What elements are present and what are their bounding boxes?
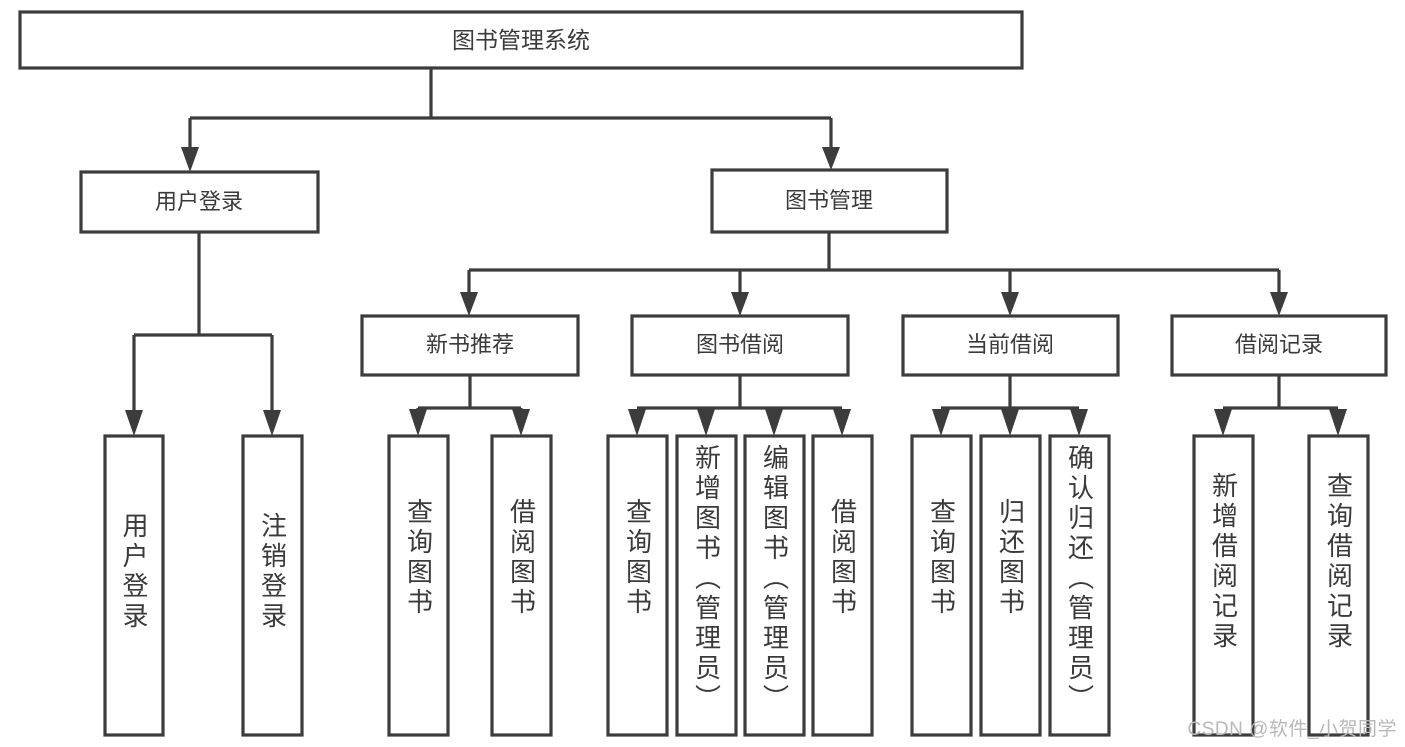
arrowhead-leaf-return-book (1001, 409, 1019, 436)
root-label: 图书管理系统 (452, 27, 590, 53)
arrowhead-leaf-query-book-3 (932, 409, 950, 436)
node-book-borrow[interactable]: 图书借阅 (630, 314, 850, 377)
arrowhead-borrow-record (1270, 292, 1288, 316)
root-box[interactable] (18, 10, 1024, 70)
leaf-box-borrow-book-2[interactable] (811, 434, 874, 737)
leaf-box-borrow-book-1[interactable] (490, 434, 553, 737)
book-manage-label: 图书管理 (785, 188, 873, 213)
node-new-book-recommend[interactable]: 新书推荐 (360, 314, 580, 377)
connectors-current-borrow-to-leaves (932, 375, 1088, 436)
arrowhead-current-borrow (1001, 292, 1019, 316)
arrowhead-book-manage (822, 147, 840, 170)
leaf-box-query-book-2[interactable] (606, 434, 669, 737)
leaf-box-edit-book[interactable] (743, 434, 806, 737)
leaf-boxes (103, 434, 1370, 737)
arrowhead-leaf-edit-book (765, 409, 783, 436)
arrowhead-book-borrow (731, 292, 749, 316)
connectors-book-borrow-to-leaves (628, 375, 851, 436)
arrowhead-user-login (181, 147, 199, 172)
csdn-watermark: CSDN @软件_小贺同学 (1187, 719, 1397, 740)
leaf-box-logout-login[interactable] (241, 434, 304, 737)
arrowhead-leaf-confirm-return (1070, 409, 1088, 436)
borrow-record-label: 借阅记录 (1235, 332, 1323, 357)
node-borrow-record[interactable]: 借阅记录 (1170, 314, 1388, 377)
leaf-box-add-book[interactable] (675, 434, 738, 737)
arrowhead-leaf-add-record (1214, 409, 1232, 436)
arrowhead-leaf-borrow-book-2 (833, 409, 851, 436)
connectors-book-manage-to-level2 (460, 232, 1288, 316)
connectors-borrow-record-to-leaves (1214, 375, 1347, 436)
connectors-new-book-recommend-to-leaves (409, 375, 530, 436)
current-borrow-label: 当前借阅 (966, 332, 1054, 357)
book-manage-box[interactable] (710, 168, 949, 234)
connectors-user-login-to-leaves (125, 232, 281, 436)
user-login-label: 用户登录 (155, 189, 243, 214)
leaf-box-query-book-3[interactable] (910, 434, 973, 737)
connectors-root-to-level1 (181, 68, 840, 172)
new-book-recommend-box[interactable] (360, 314, 580, 377)
user-login-box[interactable] (79, 170, 320, 234)
leaf-box-query-record[interactable] (1307, 434, 1370, 737)
leaf-box-query-book-1[interactable] (387, 434, 450, 737)
current-borrow-box[interactable] (901, 314, 1120, 377)
book-borrow-box[interactable] (630, 314, 850, 377)
arrowhead-leaf-user-login (125, 410, 143, 436)
node-root[interactable]: 图书管理系统 (18, 10, 1024, 70)
arrowhead-leaf-query-book-1 (409, 409, 427, 436)
leaf-box-return-book[interactable] (979, 434, 1042, 737)
node-current-borrow[interactable]: 当前借阅 (901, 314, 1120, 377)
arrowhead-new-book-recommend (460, 292, 478, 316)
arrowhead-leaf-query-record (1329, 409, 1347, 436)
leaf-box-user-login[interactable] (103, 434, 165, 737)
leaf-box-confirm-return[interactable] (1048, 434, 1111, 737)
arrowhead-leaf-add-book (697, 409, 715, 436)
node-user-login[interactable]: 用户登录 (79, 170, 320, 234)
arrowhead-leaf-logout-login (263, 410, 281, 436)
arrowhead-leaf-query-book-2 (628, 409, 646, 436)
book-borrow-label: 图书借阅 (696, 332, 784, 357)
arrowhead-leaf-borrow-book-1 (512, 409, 530, 436)
new-book-recommend-label: 新书推荐 (426, 332, 514, 357)
node-book-manage[interactable]: 图书管理 (710, 168, 949, 234)
borrow-record-box[interactable] (1170, 314, 1388, 377)
leaf-box-add-record[interactable] (1192, 434, 1255, 737)
